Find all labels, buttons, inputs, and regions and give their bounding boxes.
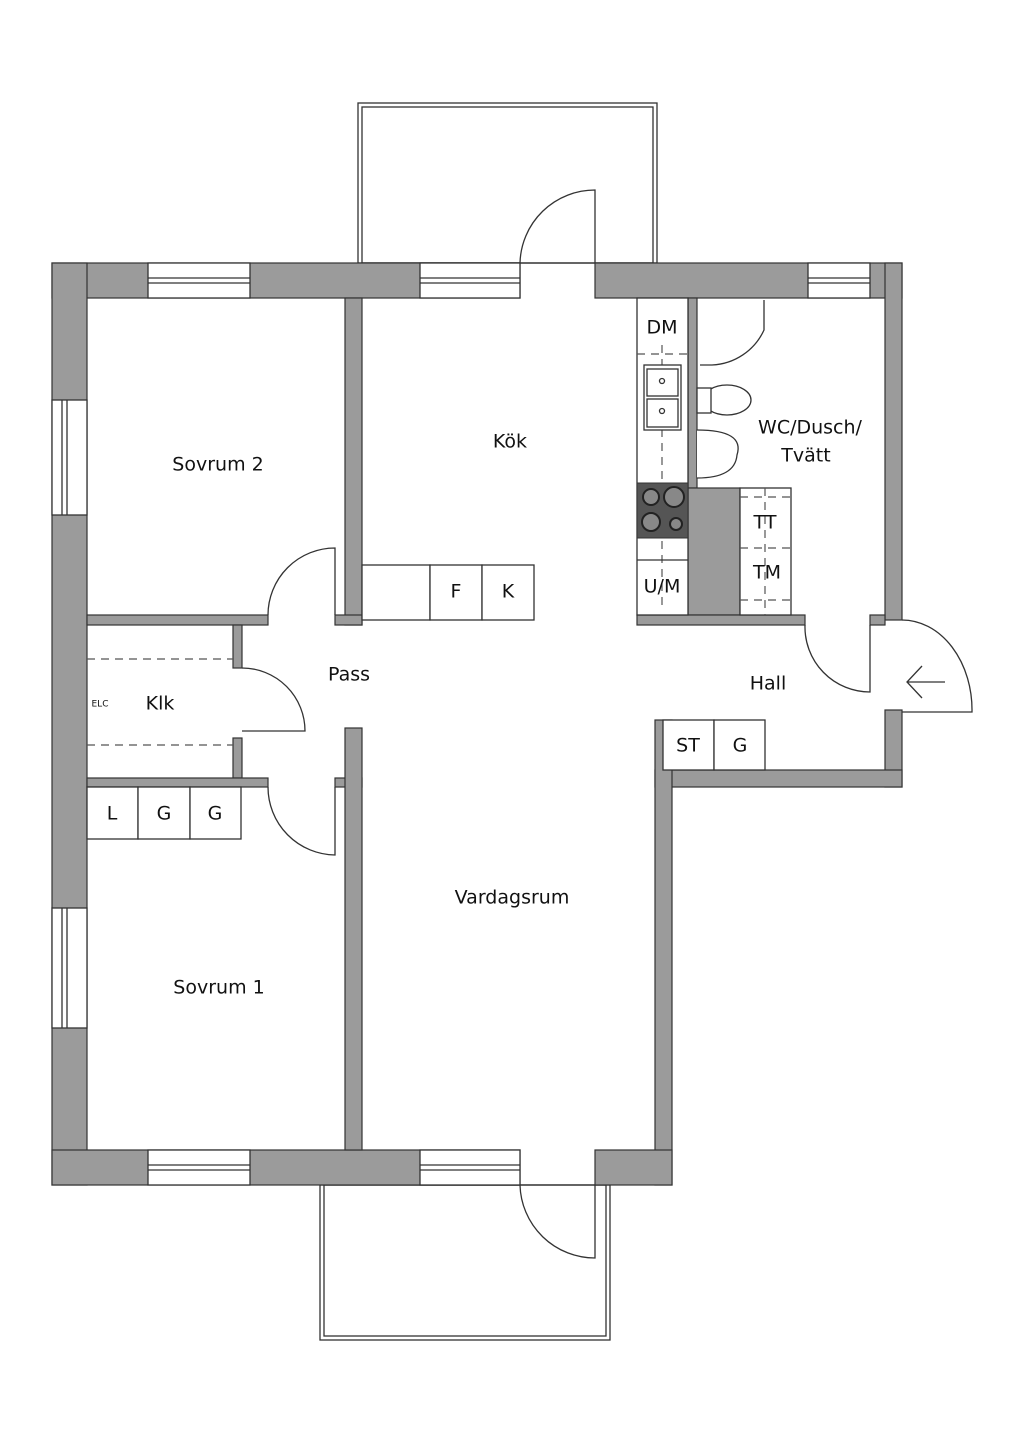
washer-label: TM bbox=[752, 562, 781, 584]
fridge-label: F bbox=[451, 581, 462, 603]
room-label-sovrum-1: Sovrum 1 bbox=[173, 977, 264, 999]
closet-l-label: L bbox=[107, 803, 118, 825]
interior-walls bbox=[86, 297, 886, 1151]
room-label-wc: WC/Dusch/ bbox=[758, 417, 863, 439]
oven-microwave-label: U/M bbox=[644, 576, 681, 598]
room-label-wc-2: Tvätt bbox=[780, 445, 830, 467]
dishwasher-label: DM bbox=[646, 317, 677, 339]
room-label-pass: Pass bbox=[328, 664, 370, 686]
closet-g2-label: G bbox=[208, 803, 223, 825]
closet-g1-label: G bbox=[157, 803, 172, 825]
closet-st-label: ST bbox=[676, 735, 700, 757]
dryer-label: TT bbox=[753, 512, 777, 534]
freezer-label: K bbox=[502, 581, 515, 603]
room-label-hall: Hall bbox=[750, 673, 787, 695]
balcony-south bbox=[319, 1184, 611, 1341]
room-label-kok: Kök bbox=[493, 431, 527, 453]
room-label-sovrum-2: Sovrum 2 bbox=[172, 454, 263, 476]
kitchen-counter bbox=[361, 297, 689, 621]
room-label-klk: Klk bbox=[146, 693, 175, 715]
balcony-north bbox=[357, 102, 658, 264]
doors bbox=[241, 189, 973, 1259]
bathroom-fixtures bbox=[696, 300, 792, 616]
closet-g-hall-label: G bbox=[733, 735, 748, 757]
elc-label: ELC bbox=[92, 700, 109, 710]
room-label-vardagsrum: Vardagsrum bbox=[455, 887, 570, 909]
entry-arrow-icon bbox=[906, 665, 945, 699]
exterior-walls bbox=[51, 262, 903, 1186]
closets bbox=[86, 658, 766, 840]
windows bbox=[51, 262, 871, 1186]
